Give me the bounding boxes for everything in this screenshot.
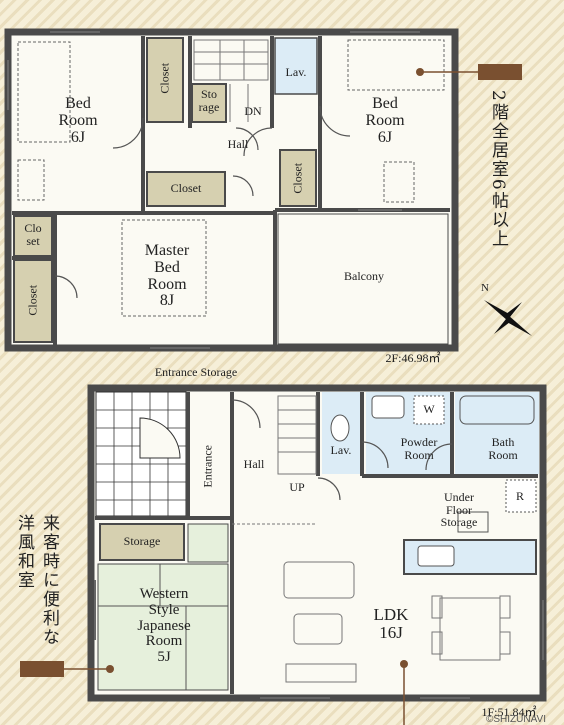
storage-1f-label: Storage <box>123 534 161 548</box>
lav-2f <box>274 37 318 95</box>
floor1-plan <box>87 384 547 702</box>
closet-2f-right-label: Closet <box>290 162 305 194</box>
ldk-label: LDK 16J <box>373 605 409 642</box>
closet-2f-top <box>146 37 184 123</box>
compass-n-label: N <box>481 282 489 294</box>
bed-room-right-label: Bed Room 6J <box>365 95 405 146</box>
underfloor-storage-label: Under Floor Storage <box>440 490 478 530</box>
dn-label: DN <box>244 104 262 118</box>
closet-2f-small <box>13 215 53 257</box>
floor2-note: 2階全居室6帖以上 <box>488 90 508 249</box>
credit-label: ©SHIZUNAVI <box>486 714 546 725</box>
closet-2f-mid <box>146 171 226 207</box>
w-label: W <box>423 402 435 416</box>
floor1-note: 来客時に便利な洋風和室 <box>14 514 59 647</box>
floor2-area: 2F:46.98㎡ <box>385 351 441 365</box>
floor2-plan <box>4 28 459 352</box>
lav-1f-label: Lav. <box>330 443 352 457</box>
storage-2f <box>191 83 227 123</box>
storage-1f <box>99 523 185 561</box>
marker-2f <box>478 64 522 80</box>
bath-room-label: Bath Room <box>488 435 518 462</box>
master-bed-room-label: Master Bed Room 8J <box>144 242 190 310</box>
compass-icon <box>484 300 532 336</box>
r-label: R <box>515 489 524 503</box>
entrance-tile <box>95 391 187 517</box>
closet-2f-right <box>279 149 317 207</box>
up-label: UP <box>289 480 305 494</box>
entrance-label: Entrance <box>200 444 215 488</box>
closet-2f-left-label: Closet <box>25 284 40 316</box>
closet-2f-mid-label: Closet <box>170 181 202 195</box>
powder-room-label: Powder Room <box>400 435 438 462</box>
balcony-label: Balcony <box>344 269 384 283</box>
hall-2f-label: Hall <box>227 137 249 151</box>
lav-2f-label: Lav. <box>285 65 307 79</box>
entrance-storage-label: Entrance Storage <box>154 365 238 379</box>
floor1-area: 1F:51.84㎡ <box>481 705 537 719</box>
western-tatami <box>97 563 229 691</box>
hall-1f-label: Hall <box>243 457 265 471</box>
western-room-label: Western Style Japanese Room 5J <box>137 586 191 665</box>
bed-room-left-label: Bed Room 6J <box>58 95 98 146</box>
marker-1f <box>20 661 64 677</box>
storage-2f-label: Sto rage <box>198 87 220 114</box>
closet-2f-top-label: Closet <box>157 62 172 94</box>
closet-2f-small-label: Clo set <box>24 221 42 248</box>
closet-2f-left <box>13 259 53 343</box>
